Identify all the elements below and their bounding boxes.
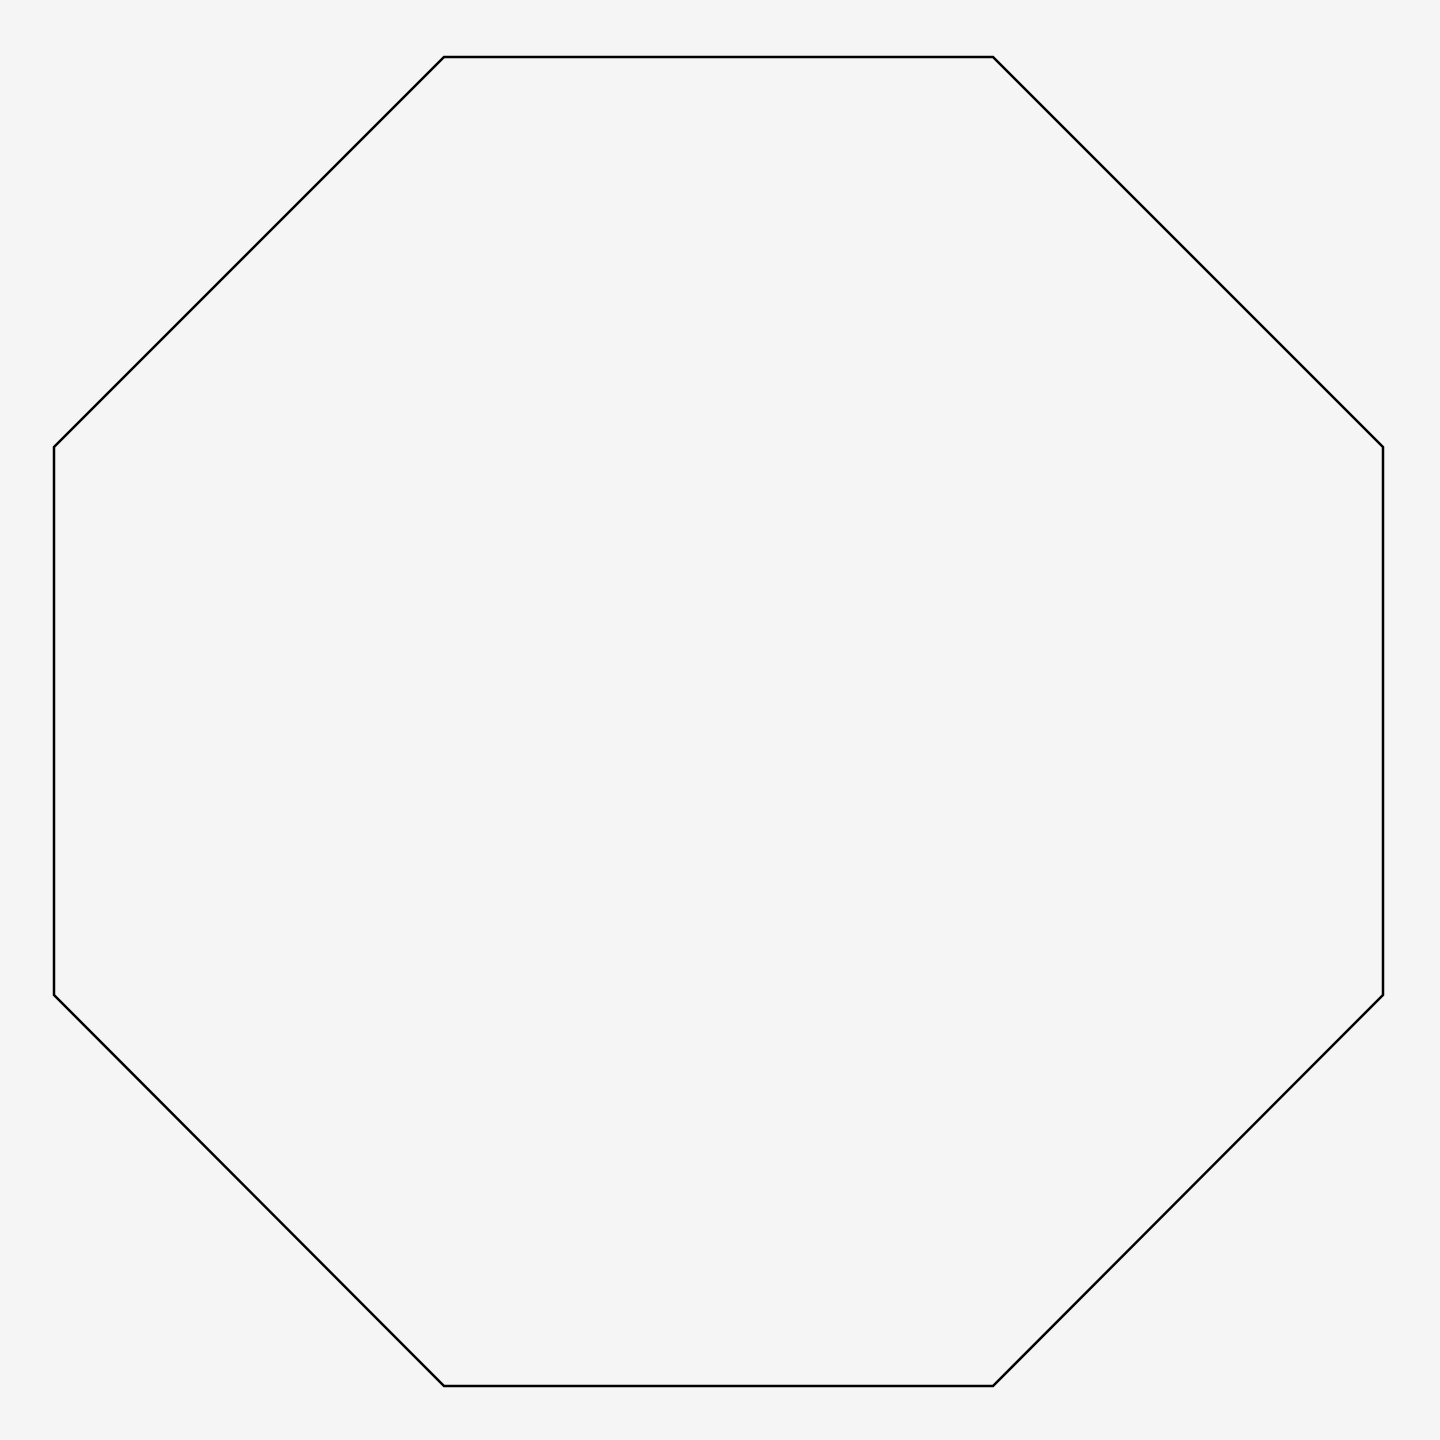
octagon-outline (52, 55, 1385, 1388)
